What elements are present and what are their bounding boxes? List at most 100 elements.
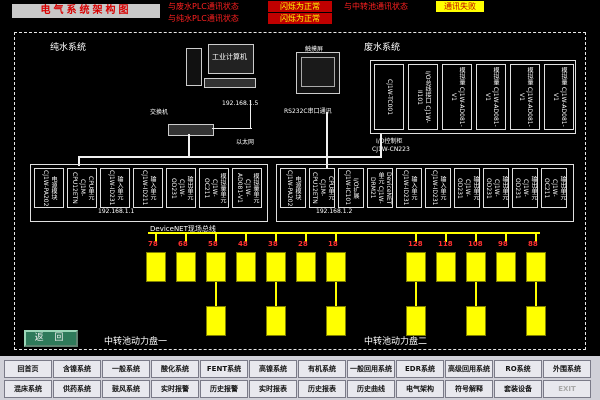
nav-button[interactable]: 回首页 <box>4 360 52 378</box>
rack-module: 电源模块 CJ1W-PA202 <box>280 168 306 208</box>
rack-module: 输出单元 CJ1W-OD231 <box>512 168 538 208</box>
valve-drop-line <box>155 234 157 242</box>
nav-button[interactable]: 高镍系统 <box>249 360 297 378</box>
valve-number: 58 <box>208 240 218 248</box>
keyboard-icon <box>204 78 256 88</box>
valve-actuator[interactable] <box>496 252 516 282</box>
link-pc <box>250 100 251 128</box>
nav-button[interactable]: 酸化系统 <box>151 360 199 378</box>
nav-button[interactable]: 一般回用系统 <box>347 360 395 378</box>
valve-actuator[interactable] <box>296 252 316 282</box>
ethernet-bus <box>78 156 328 158</box>
valve-actuator[interactable] <box>176 252 196 282</box>
valve-actuator[interactable] <box>266 306 286 336</box>
valve-actuator[interactable] <box>436 252 456 282</box>
touch-screen-icon <box>301 57 335 87</box>
valve-link-line <box>335 282 337 306</box>
valve-actuator[interactable] <box>206 306 226 336</box>
back-button[interactable]: 返 回 <box>24 330 78 347</box>
link-switch-pc <box>212 128 252 129</box>
valve-actuator[interactable] <box>466 306 486 336</box>
valve-link-line <box>535 282 537 306</box>
valve-drop-line <box>505 234 507 242</box>
page-title: 电气系统架构图 <box>12 4 160 18</box>
valve-drop-line <box>445 234 447 242</box>
valve-actuator[interactable] <box>326 306 346 336</box>
system-region <box>14 32 586 350</box>
rack-module: 输入单元 CJ1W-ID231 <box>100 168 130 208</box>
valve-number: 118 <box>438 240 453 248</box>
nav-button[interactable]: 鼓风系统 <box>102 380 150 398</box>
io-rack-model: CJ1W-CN223 <box>372 146 410 153</box>
rack-module: CPU单元 CJ1M-CPU12ETN <box>67 168 97 208</box>
valve-link-line <box>415 282 417 306</box>
nav-button[interactable]: RO系统 <box>494 360 542 378</box>
valve-number: 28 <box>298 240 308 248</box>
nav-button[interactable]: 电气架构 <box>396 380 444 398</box>
pure-plc-status-value: 闪烁为正常 <box>268 13 332 24</box>
rack-module: 模拟量 CJ1W-AD081-V1 <box>442 64 472 130</box>
valve-number: 88 <box>528 240 538 248</box>
valve-drop-line <box>245 234 247 242</box>
pc-tower-icon <box>186 48 202 86</box>
pc-ip: 192.168.1.5 <box>222 100 259 107</box>
nav-button[interactable]: EDR系统 <box>396 360 444 378</box>
valve-link-line <box>215 282 217 306</box>
nav-button[interactable]: 一般系统 <box>102 360 150 378</box>
valve-actuator[interactable] <box>406 252 426 282</box>
pure-plc-status-label: 与纯水PLC通讯状态 <box>168 14 239 23</box>
right-plc-rack <box>276 164 574 222</box>
rack-module: I/O扩展 CJ1W-IC101 <box>338 168 364 208</box>
nav-button[interactable]: EXIT <box>543 380 591 398</box>
valve-actuator[interactable] <box>526 306 546 336</box>
rack-module: 输入单元 CJ1W-ID211 <box>133 168 163 208</box>
nav-button[interactable]: 实时报警 <box>151 380 199 398</box>
nav-button[interactable]: 含镍系统 <box>53 360 101 378</box>
rack-module: 输入单元 CJ1W-ID231 <box>425 168 451 208</box>
link-left-rack <box>78 156 80 166</box>
industrial-pc: 工业计算机 <box>180 38 264 102</box>
valve-number: 68 <box>178 240 188 248</box>
nav-button[interactable]: 历史报表 <box>298 380 346 398</box>
valve-drop-line <box>305 234 307 242</box>
valve-actuator[interactable] <box>146 252 166 282</box>
switch-device <box>168 124 214 136</box>
io-rack-label: I/O控制柜 <box>376 138 403 145</box>
right-rack-ip: 192.168.1.2 <box>316 208 353 215</box>
nav-button[interactable]: 供药系统 <box>53 380 101 398</box>
valve-number: 98 <box>498 240 508 248</box>
nav-button[interactable]: 符号解释 <box>445 380 493 398</box>
valve-link-line <box>475 282 477 306</box>
rack-module: 输出单元 CJ1W-OC211 <box>541 168 567 208</box>
valve-actuator[interactable] <box>326 252 346 282</box>
nav-button[interactable]: 实时报表 <box>249 380 297 398</box>
valve-actuator[interactable] <box>266 252 286 282</box>
nav-button[interactable]: 高级回用系统 <box>445 360 493 378</box>
nav-button[interactable]: 外围系统 <box>543 360 591 378</box>
rack-module: 模拟量 CJ1W-AD081-V1 <box>476 64 506 130</box>
rack-module: 模拟量 CJ1W-AD081-V1 <box>544 64 574 130</box>
nav-button[interactable]: 历史报警 <box>200 380 248 398</box>
nav-button[interactable]: 混床系统 <box>4 380 52 398</box>
rack-module: 输出单元 CJ1W-OD231 <box>166 168 196 208</box>
left-rack-ip: 192.168.1.1 <box>98 208 135 215</box>
valve-actuator[interactable] <box>236 252 256 282</box>
valve-actuator[interactable] <box>526 252 546 282</box>
rack-module: 模拟量单元 CJ1W-AD081-V1 <box>232 168 262 208</box>
pc-name: 工业计算机 <box>212 53 247 61</box>
panel-left-title: 中转池动力盘一 <box>104 337 168 347</box>
valve-actuator[interactable] <box>466 252 486 282</box>
devicenet-label: DeviceNET现场总线 <box>150 225 216 233</box>
rack-module: DeviceNET单元 CJ1W-DRM21 <box>367 168 393 208</box>
valve-actuator[interactable] <box>206 252 226 282</box>
nav-button[interactable]: 历史曲线 <box>347 380 395 398</box>
touch-panel <box>296 52 340 94</box>
nav-button[interactable]: FENT系统 <box>200 360 248 378</box>
nav-button[interactable]: 套装设备 <box>494 380 542 398</box>
valve-drop-line <box>475 234 477 242</box>
touch-panel-link: RS232C串口通讯 <box>284 108 332 115</box>
valve-drop-line <box>535 234 537 242</box>
valve-actuator[interactable] <box>406 306 426 336</box>
nav-button[interactable]: 有机系统 <box>298 360 346 378</box>
